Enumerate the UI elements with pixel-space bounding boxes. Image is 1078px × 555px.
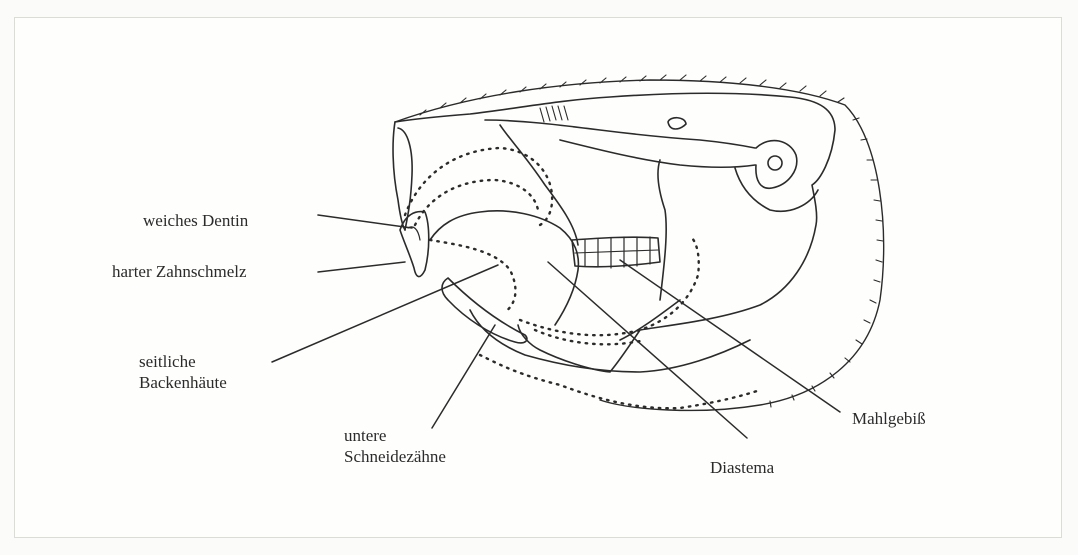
skin-outline	[395, 75, 884, 410]
lower-jaw	[470, 300, 750, 372]
label-hard-enamel: harter Zahnschmelz	[112, 261, 247, 282]
label-soft-dentin: weiches Dentin	[143, 210, 248, 231]
label-cheek-skin: seitliche Backenhäute	[139, 351, 227, 393]
label-cheek-skin-line1: seitliche	[139, 351, 227, 372]
leader-lower-incisors	[432, 325, 495, 428]
label-lower-incisors: untere Schneidezähne	[344, 425, 446, 467]
leader-lines	[272, 215, 840, 438]
label-lower-incisors-line1: untere	[344, 425, 446, 446]
leader-hard-enamel	[318, 262, 405, 272]
label-molars: Mahlgebiß	[852, 408, 926, 429]
dotted-root-paths	[405, 148, 760, 408]
upper-incisor	[400, 212, 429, 277]
label-cheek-skin-line2: Backenhäute	[139, 372, 227, 393]
label-diastema: Diastema	[710, 457, 774, 478]
leader-molars	[620, 260, 840, 412]
label-lower-incisors-line2: Schneidezähne	[344, 446, 446, 467]
leader-cheek-skin	[272, 265, 498, 362]
leader-soft-dentin	[318, 215, 412, 228]
molar-row	[572, 237, 660, 268]
leader-diastema	[548, 262, 747, 438]
skull-outline	[393, 93, 835, 372]
